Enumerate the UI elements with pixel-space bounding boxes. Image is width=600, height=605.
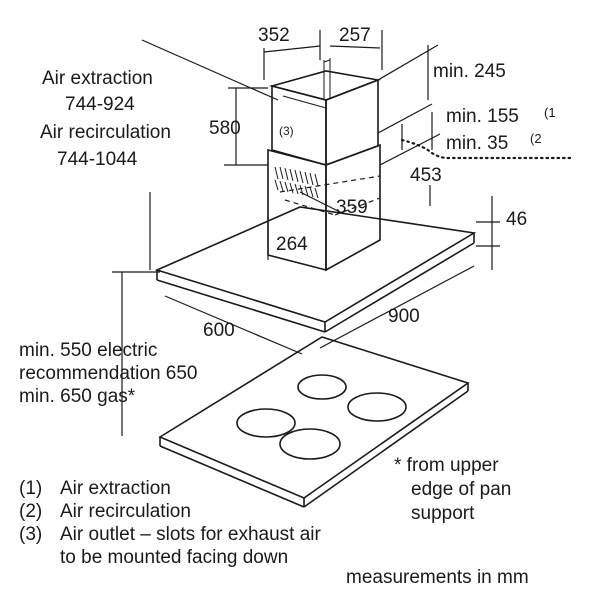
dim-600-label: 600 [203,320,235,341]
clearance-line-2: recommendation 650 [19,363,198,384]
duct-top-opening [268,70,381,101]
hidden-edge-2 [284,199,336,216]
dim-min-245-label: min. 245 [433,61,506,82]
duct-upper-side [325,78,379,167]
hidden-edge-3 [334,197,381,216]
units-note: measurements in mm [346,567,529,588]
legend-text-2: Air recirculation [60,501,191,522]
dim-900-label: 900 [388,306,420,327]
dim-min-155-label: min. 155 [446,106,519,127]
dim-580-label: 580 [209,118,241,139]
air-recirculation-label: Air recirculation [40,122,171,143]
canopy-edge-right [324,242,475,333]
dim-46-label: 46 [506,209,527,230]
footnote-line-3: support [411,503,475,524]
recirc-ceiling-dotted [400,138,574,160]
burner-left [236,408,296,438]
clearance-line-3: min. 650 gas* [19,386,136,407]
dimension-lines [112,30,500,436]
legend-num-1: (1) [19,478,42,499]
burner-front [279,428,341,460]
dim-359-label: 359 [336,197,368,218]
ref-extraction-marker: (1 [544,105,556,120]
dim-min-35-label: min. 35 [446,133,508,154]
footnote-line-2: edge of pan [411,479,511,500]
clearance-line-1: min. 550 electric [19,340,157,361]
dim-264-label: 264 [276,234,308,255]
air-extraction-range: 744-924 [65,94,135,115]
air-recirculation-range: 744-1044 [57,149,138,170]
dim-352-label: 352 [258,25,290,46]
hidden-edge-1 [279,175,381,193]
legend-text-4: to be mounted facing down [60,547,288,568]
ceiling-line-mid [377,103,433,134]
dim-359-line [299,191,341,213]
dim-453-label: 453 [410,165,442,186]
slot-marker-label: (3) [279,124,294,138]
ceiling-line-lower [379,133,441,166]
burner-right [347,392,407,422]
canopy-edge-front [156,279,326,333]
dim-257-label: 257 [339,25,371,46]
air-extraction-label: Air extraction [42,68,153,89]
legend: (1) Air extraction (2) Air recirculation… [19,478,322,568]
legend-num-2: (2) [19,501,42,522]
ceiling-line-left [141,39,279,101]
ceiling-line-right [377,44,439,81]
dim-257-line [329,45,381,49]
dim-900-line [319,265,475,349]
cooktop-edge-right [303,390,469,508]
cooktop [158,336,470,508]
canopy-top-face [154,206,477,323]
legend-text-1: Air extraction [60,478,171,499]
footnote-line-1: * from upper [394,455,499,476]
legend-text-3: Air outlet – slots for exhaust air [60,524,322,545]
dim-352-line [263,45,321,53]
duct-seam [282,95,327,109]
exhaust-slots [274,166,319,199]
cooktop-edge-front [159,445,305,508]
burner-back [297,374,347,400]
bracket-top [323,59,331,63]
dim-600-line [164,295,303,355]
legend-num-3: (3) [19,524,42,545]
ref-recirculation-marker: (2 [530,131,542,146]
